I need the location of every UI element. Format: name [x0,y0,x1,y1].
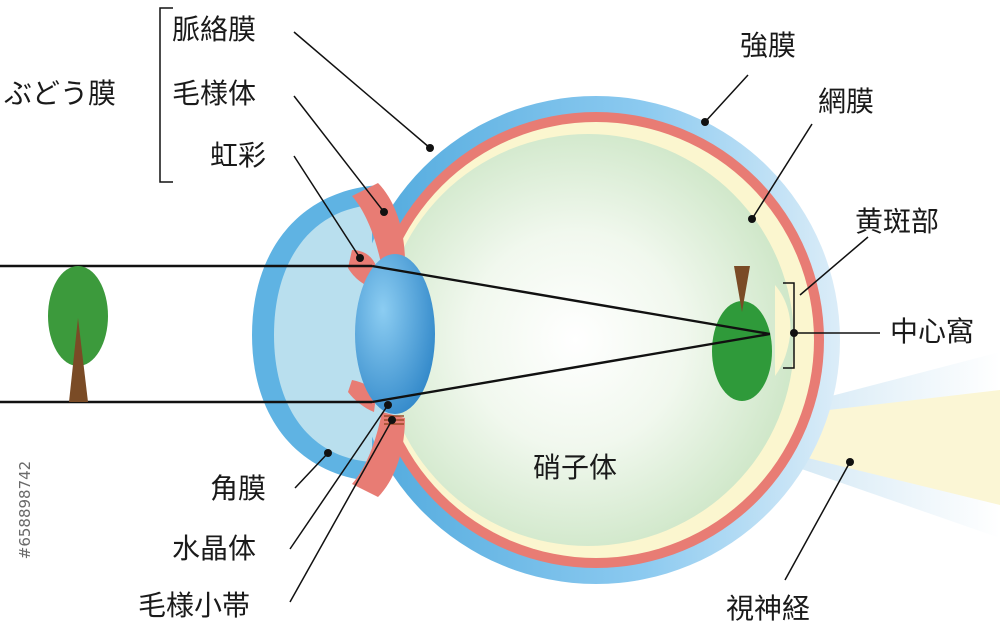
tree-trunk [69,318,88,402]
fovea-image [712,301,772,401]
macula-label: 黄斑部 [855,205,940,238]
stock-id-text: #658898742 [16,460,34,560]
macula-bracket [783,282,795,369]
retina-label: 網膜 [818,85,875,118]
vitreous-label: 硝子体 [533,451,618,484]
ciliary-body-lower [352,412,405,497]
uvea-label: ぶどう膜 [4,77,117,110]
light-rays [0,264,771,404]
ciliary-body-upper [352,183,405,268]
uvea-bracket [159,7,173,183]
fovea-label: 中心窩 [890,315,975,348]
choroid-label: 脈絡膜 [172,13,257,46]
fovea-pit [775,285,791,376]
iris-label: 虹彩 [210,139,267,172]
zonule-label: 毛様小帯 [138,589,251,622]
cornea-label: 角膜 [210,472,267,505]
leader-dots [324,118,854,466]
lens-label: 水晶体 [172,532,257,565]
anterior-chamber [274,205,372,462]
tree-crown [48,266,108,366]
leader-lines [289,31,880,603]
fovea-image-trunk [734,266,750,312]
ciliary-body-label: 毛様体 [172,77,257,110]
stock-id-watermark: #658898742 [12,395,38,625]
optic-nerve-label: 視神経 [726,592,811,625]
lens [355,254,435,414]
vitreous-region [382,134,794,546]
sclera-label: 強膜 [740,29,797,62]
